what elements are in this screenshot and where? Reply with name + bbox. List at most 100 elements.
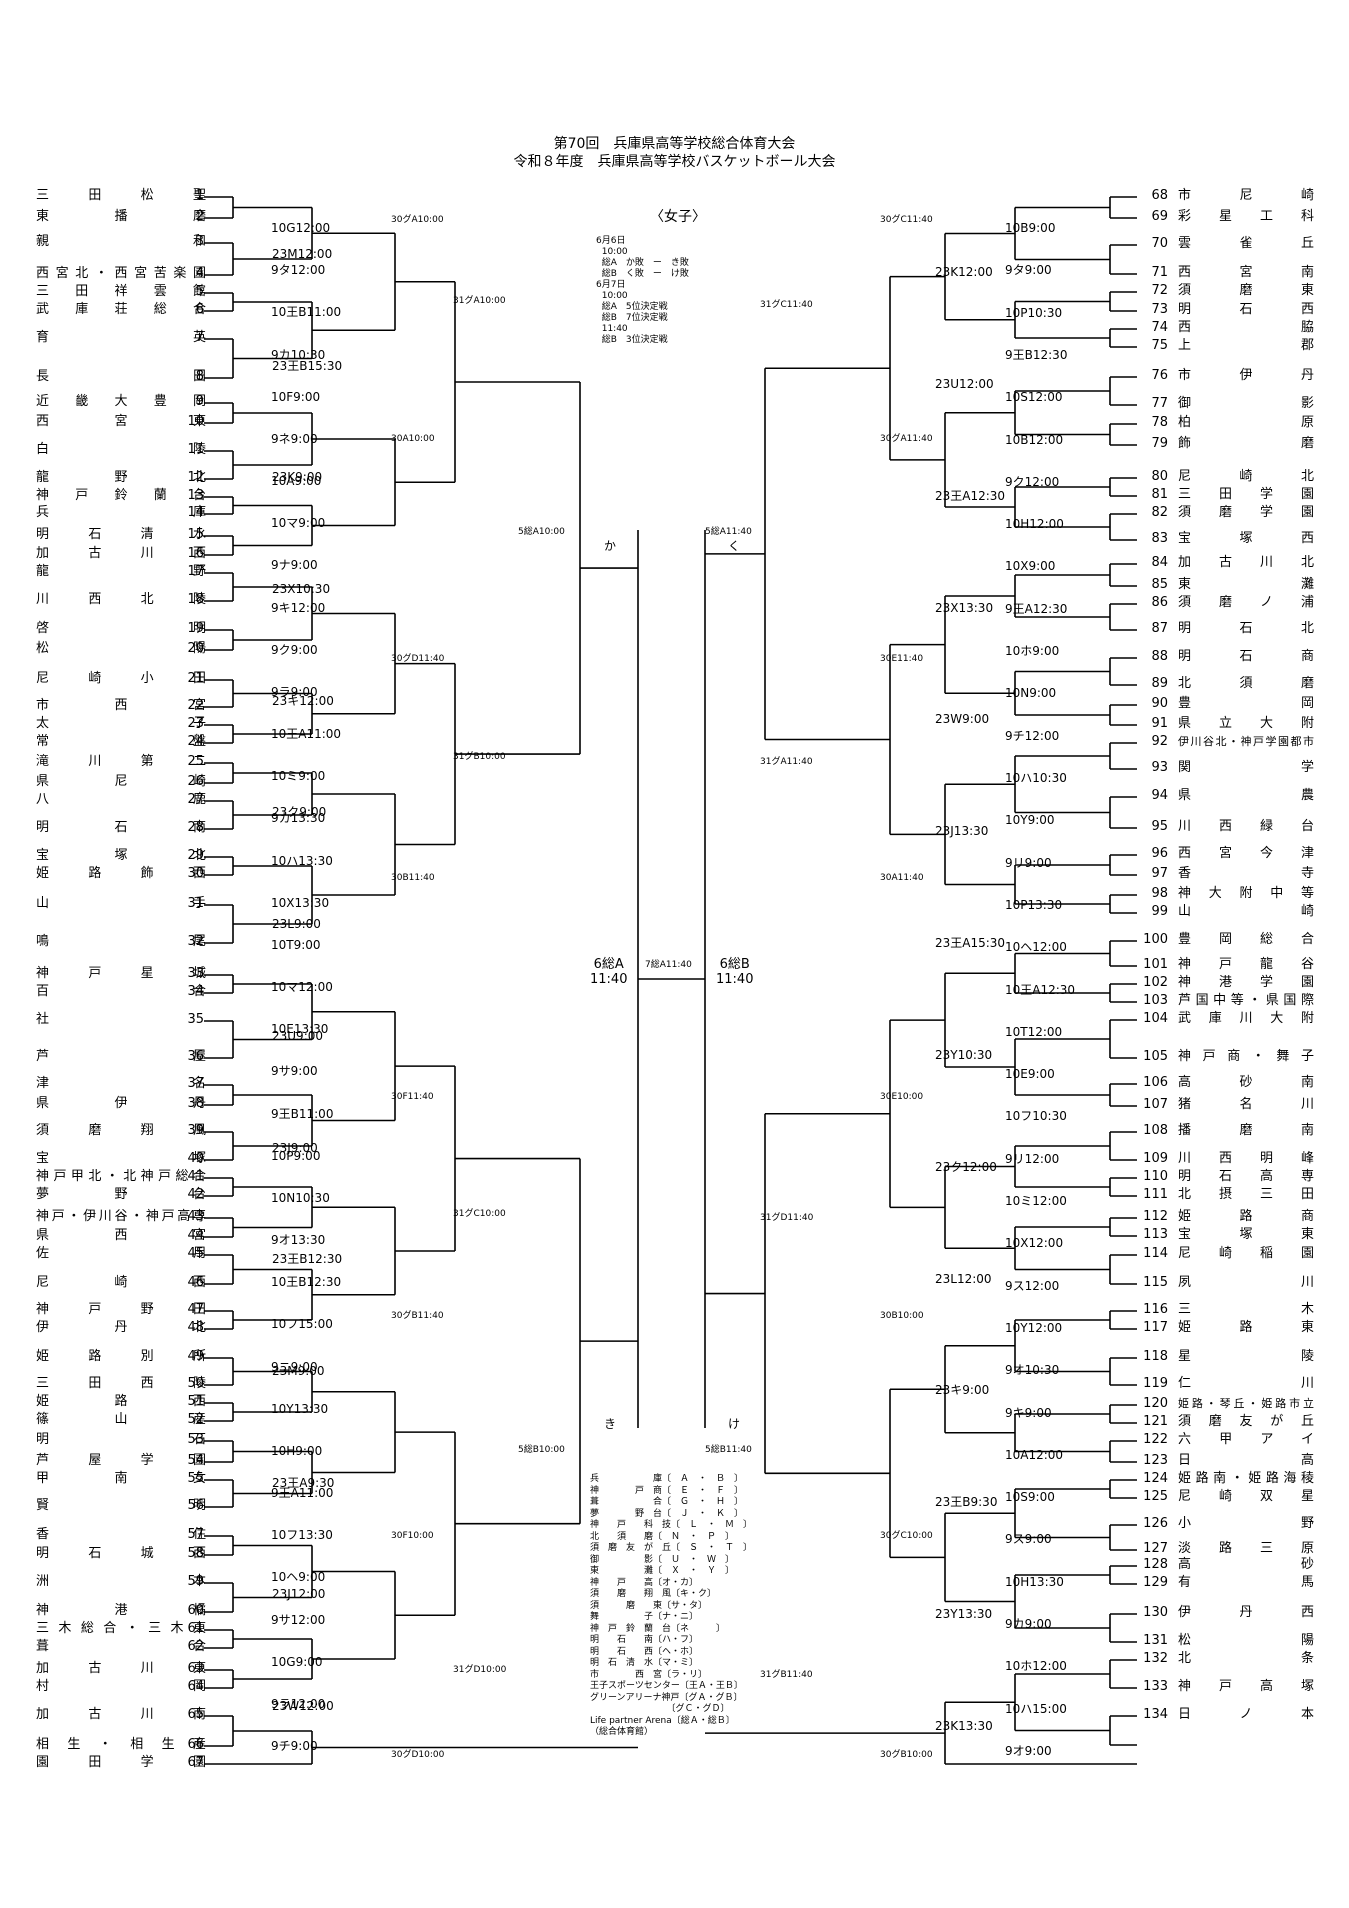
team-name: 常盤 [36, 734, 206, 749]
match-time-label: 31グC11:40 [760, 300, 813, 310]
team-name: 西宮今津 [1178, 846, 1314, 861]
team-number: 45 [187, 1246, 204, 1261]
match-time-label: 10ミ9:00 [271, 769, 326, 784]
match-time-label: 10王A11:00 [271, 727, 342, 741]
team-number: 8 [195, 369, 204, 384]
team-name: 明石高専 [1178, 1169, 1314, 1184]
team-number: 120 [1143, 1396, 1168, 1411]
team-number: 109 [1143, 1151, 1168, 1166]
team-number: 80 [1151, 469, 1168, 484]
match-time-label: 23W9:00 [935, 712, 990, 727]
match-time-label: 10Y12:00 [1005, 1320, 1063, 1335]
match-time-label: 10G9:00 [271, 1654, 323, 1669]
team-name: 滝川第二 [36, 754, 206, 769]
team-number: 9 [195, 394, 204, 409]
team-number: 40 [187, 1151, 204, 1166]
team-name: 松陽 [1178, 1633, 1314, 1648]
team-name: 三木総合・三木東 [36, 1621, 206, 1636]
team-number: 11 [187, 442, 204, 457]
match-time-label: 23K12:00 [935, 265, 993, 279]
final-label: 7総A11:40 [645, 960, 692, 970]
team-name: 北条 [1178, 1651, 1314, 1666]
team-name: 須磨学園 [1178, 505, 1314, 520]
match-time-label: 9ス12:00 [1005, 1278, 1060, 1293]
team-number: 71 [1151, 265, 1168, 280]
match-time-label: 10フ10:30 [1005, 1109, 1067, 1124]
match-time-label: 23王B12:30 [272, 1252, 343, 1267]
team-number: 85 [1151, 577, 1168, 592]
team-name: 百合 [36, 984, 206, 999]
match-time-label: 23M12:00 [272, 247, 333, 261]
match-time-label: 9サ9:00 [271, 1064, 318, 1079]
team-name: 関学 [1178, 760, 1314, 775]
team-name: 神港学園 [1178, 975, 1314, 990]
tournament-subtitle: 令和８年度 兵庫県高等学校バスケットボール大会 [513, 154, 836, 170]
team-name: 伊丹西 [1178, 1605, 1314, 1620]
team-name: 三田学園 [1178, 487, 1314, 502]
team-name: 宝塚東 [1178, 1227, 1314, 1242]
team-number: 43 [187, 1209, 204, 1224]
team-number: 79 [1151, 436, 1168, 451]
pool-ke: け [728, 1417, 741, 1431]
team-number: 29 [187, 848, 204, 863]
team-number: 77 [1151, 396, 1168, 411]
team-number: 122 [1143, 1432, 1168, 1447]
team-name: 園田学園 [36, 1755, 206, 1770]
team-number: 55 [187, 1471, 204, 1486]
team-name: 佐用 [36, 1246, 206, 1261]
team-name: 宝塚 [36, 1151, 206, 1166]
match-time-label: 31グD11:40 [760, 1213, 814, 1224]
match-time-label: 30グD11:40 [391, 653, 445, 664]
match-time-label: 31グD10:00 [453, 1665, 507, 1675]
match-time-label: 30グA10:00 [391, 215, 444, 225]
team-number: 119 [1143, 1376, 1168, 1391]
match-time-label: 23X10:30 [272, 582, 331, 597]
match-time-label: 10ホ9:00 [1005, 644, 1060, 659]
team-number: 100 [1143, 932, 1168, 947]
team-number: 67 [187, 1755, 204, 1770]
team-number: 78 [1151, 415, 1168, 430]
team-number: 34 [187, 984, 204, 999]
team-name: 日高 [1178, 1453, 1314, 1468]
team-number: 21 [187, 671, 204, 686]
team-name: 加古川北 [1178, 555, 1314, 570]
team-name: 神戸野田 [36, 1302, 206, 1317]
team-number: 57 [187, 1527, 204, 1542]
team-number: 64 [187, 1679, 204, 1694]
team-number: 116 [1143, 1302, 1168, 1317]
team-number: 107 [1143, 1097, 1168, 1112]
match-time-label: 31グA11:40 [760, 756, 813, 767]
team-number: 27 [187, 792, 204, 807]
team-name: 姫路西 [36, 1394, 206, 1409]
team-name: 宝塚西 [1178, 531, 1314, 546]
team-name: 甲南女 [36, 1471, 206, 1486]
team-name: 有馬 [1178, 1575, 1314, 1590]
team-number: 130 [1143, 1605, 1168, 1620]
team-number: 26 [187, 774, 204, 789]
match-time-label: 23J12:00 [272, 1587, 326, 1602]
team-name: 神戸星城 [36, 966, 206, 981]
team-number: 42 [187, 1187, 204, 1202]
team-number: 102 [1143, 975, 1168, 990]
match-time-label: 9ネ9:00 [271, 431, 318, 446]
team-name: 伊丹北 [36, 1320, 206, 1335]
match-time-label: 10B12:00 [1005, 432, 1064, 447]
match-time-label: 30グA11:40 [880, 434, 933, 445]
match-time-label: 10ハ13:30 [271, 853, 333, 868]
team-number: 15 [187, 527, 204, 542]
match-time-label: 31グA10:00 [453, 296, 506, 306]
match-time-label: 10S9:00 [1005, 1490, 1055, 1505]
team-number: 98 [1151, 886, 1168, 901]
match-time-label: 10N9:00 [1005, 686, 1057, 701]
match-time-label: 30B10:00 [880, 1311, 924, 1322]
match-time-label: 23キ9:00 [935, 1383, 990, 1398]
match-time-label: 23王A15:30 [935, 936, 1006, 951]
team-name: 県伊丹 [36, 1096, 206, 1111]
team-number: 1 [195, 188, 204, 203]
team-number: 60 [187, 1603, 204, 1618]
team-name: 神戸高塚 [1178, 1679, 1314, 1694]
team-number: 101 [1143, 957, 1168, 972]
team-name: 香住 [36, 1527, 206, 1542]
team-name: 篠山産 [36, 1412, 206, 1427]
match-time-label: 9キ9:00 [1005, 1405, 1052, 1420]
